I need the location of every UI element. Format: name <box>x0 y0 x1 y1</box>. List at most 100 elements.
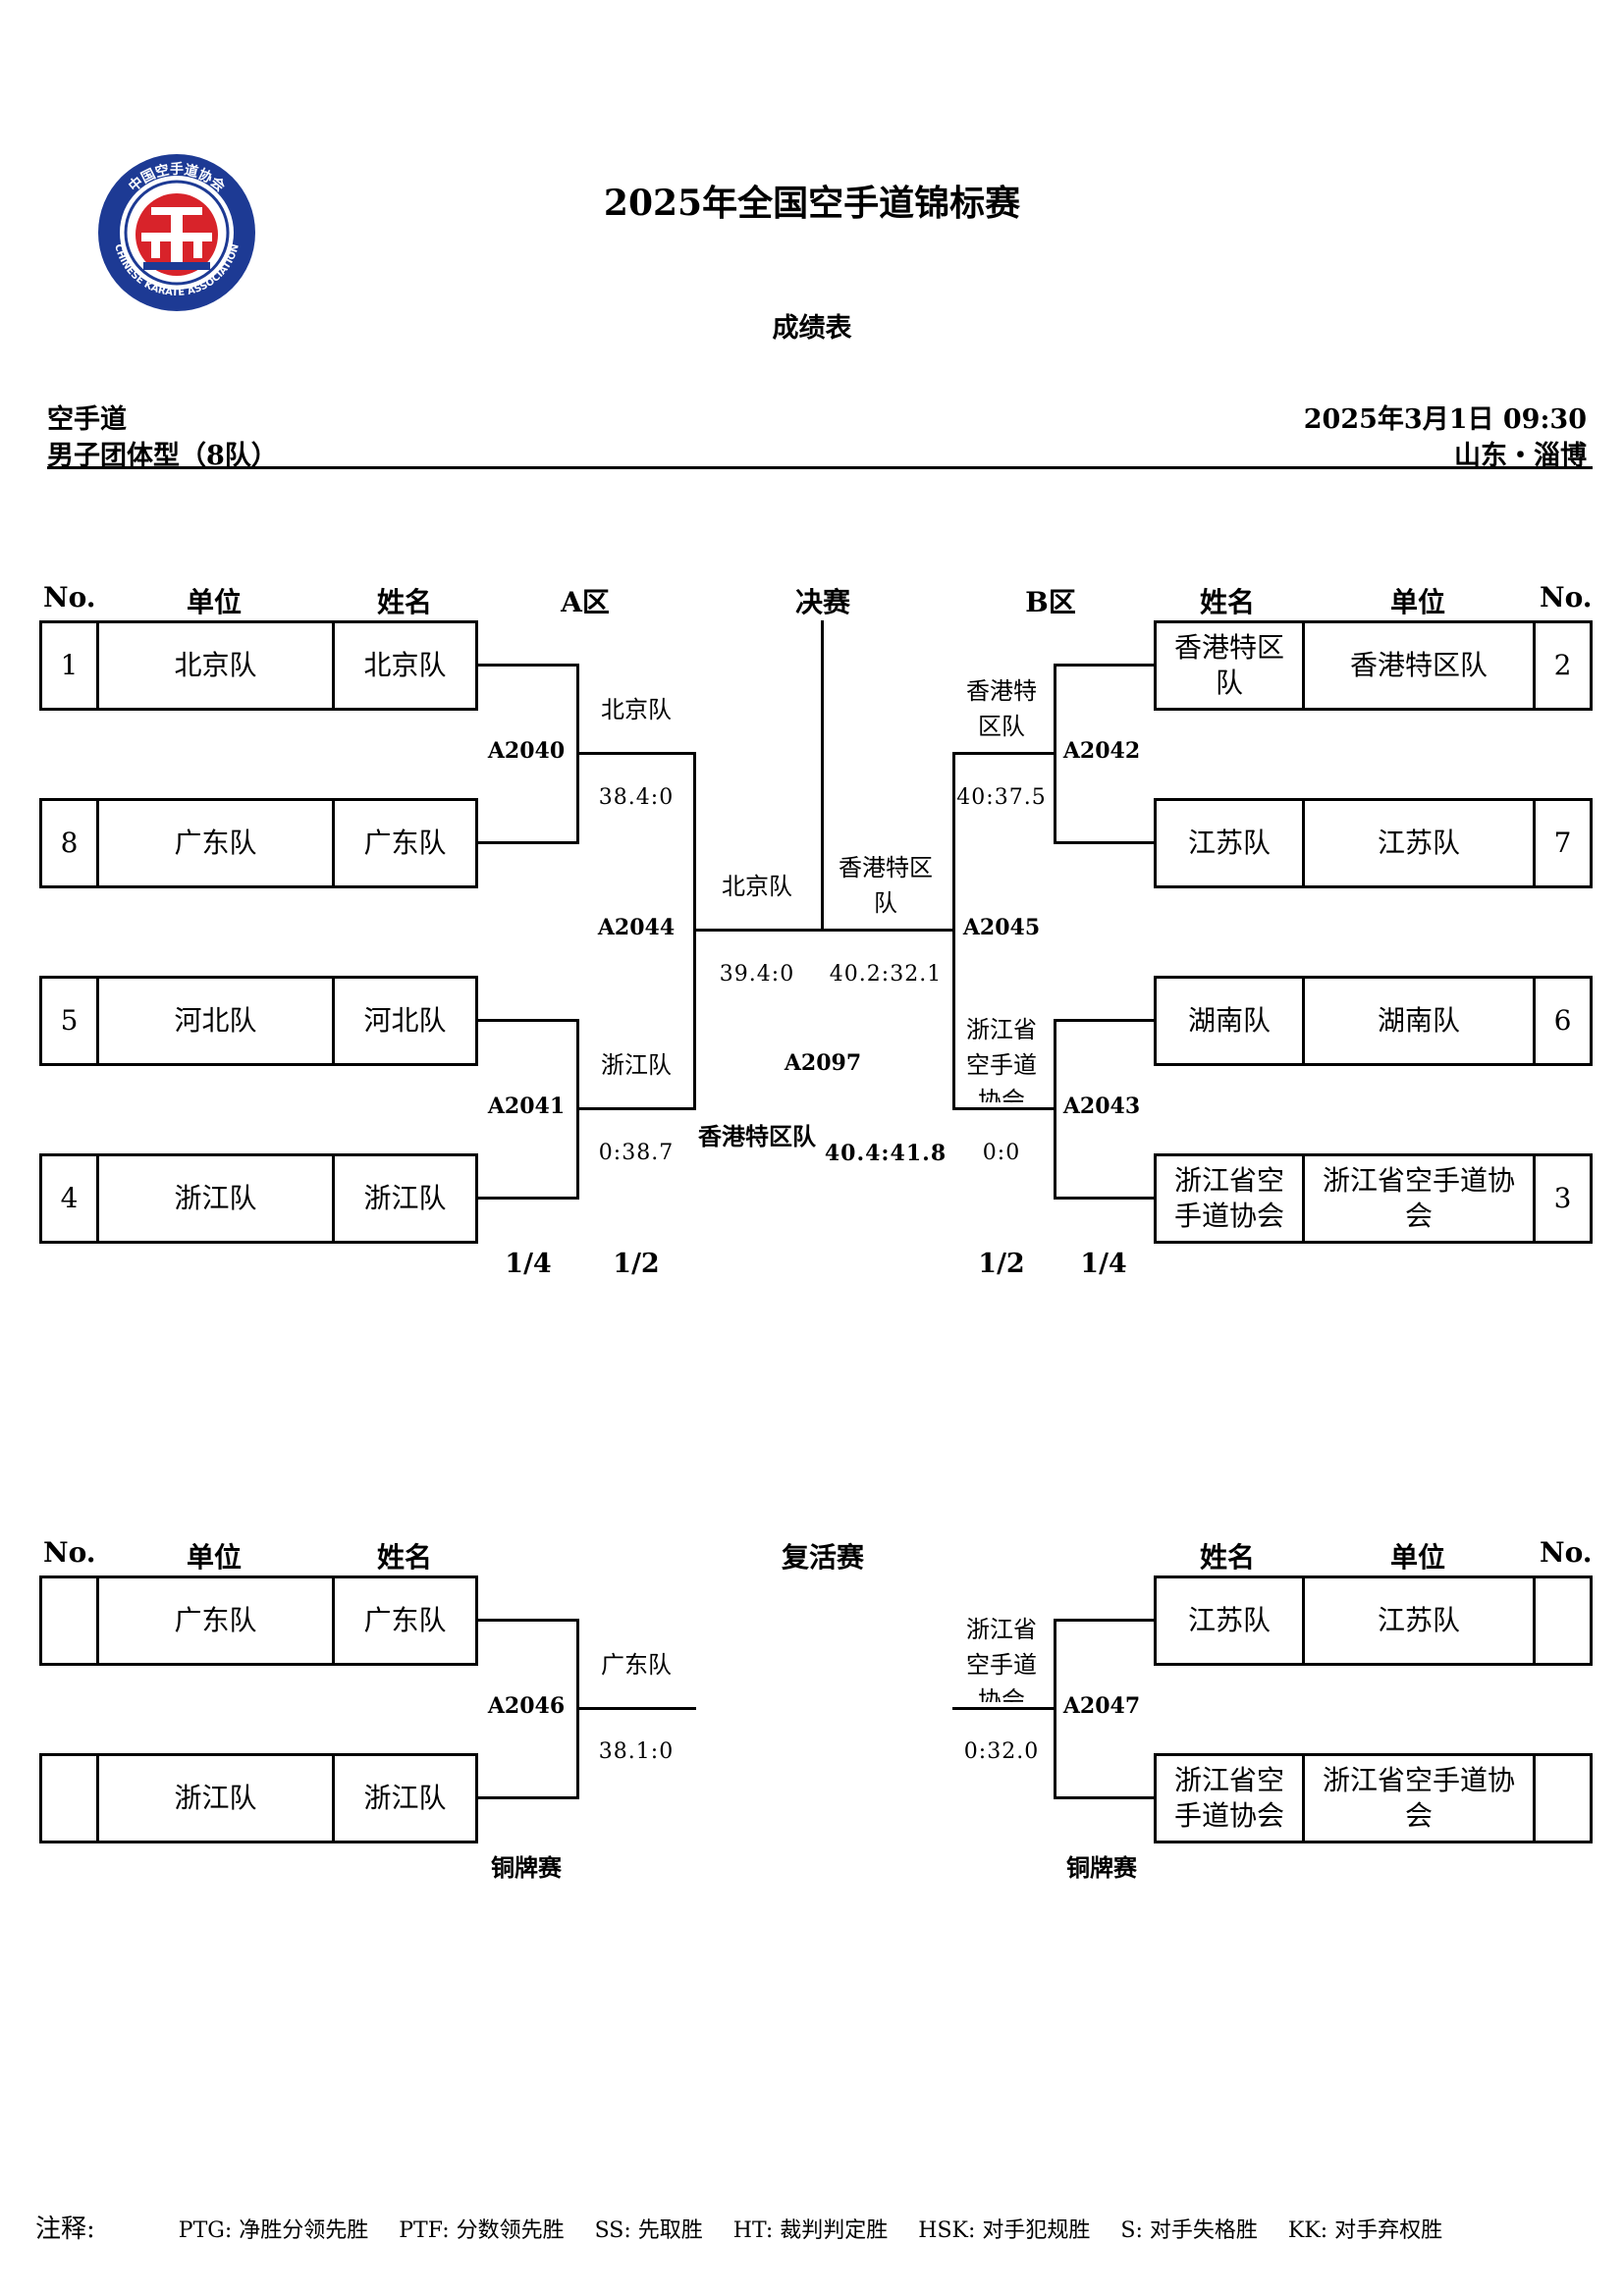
col-header-name: 姓名 <box>376 586 433 618</box>
footer-label: 注释: <box>35 2215 95 2244</box>
bracket-line <box>478 1796 579 1799</box>
team-unit: 江苏队 <box>1302 801 1533 885</box>
team-row-right-3: 湖南队 湖南队 6 <box>1154 976 1593 1066</box>
round-label-semi-left: 1/2 <box>613 1249 660 1279</box>
legend-item: S: 对手失格胜 <box>1120 2218 1258 2243</box>
match-winner: 北京队 <box>601 696 672 723</box>
bronze-label-left: 铜牌赛 <box>491 1853 562 1882</box>
match-score: 0:32.0 <box>963 1739 1040 1764</box>
team-unit: 江苏队 <box>1302 1578 1533 1663</box>
legend-item: PTG: 净胜分领先胜 <box>178 2218 369 2243</box>
bracket-line <box>576 1707 696 1710</box>
match-code: A2045 <box>962 915 1041 940</box>
legend-item: SS: 先取胜 <box>594 2218 703 2243</box>
match-winner: 香港特区队 <box>839 854 933 917</box>
final-score: 40.4:41.8 <box>824 1141 947 1166</box>
bracket-line <box>576 1107 696 1110</box>
team-name: 河北队 <box>363 1004 447 1037</box>
team-seed <box>1533 1578 1590 1663</box>
team-row-left-1: 1 北京队 北京队 <box>39 620 478 711</box>
team-unit: 香港特区队 <box>1302 623 1533 708</box>
bronze-label-right: 铜牌赛 <box>1066 1853 1137 1882</box>
karate-association-emblem-icon: 中国空手道协会 CHINESE KARATE ASSOCIATION <box>98 154 255 311</box>
team-seed: 3 <box>1533 1156 1590 1241</box>
bracket-line <box>478 1197 579 1200</box>
team-row-left-2: 8 广东队 广东队 <box>39 798 478 888</box>
match-winner: 浙江省空手道协会 <box>966 1016 1037 1102</box>
association-logo: 中国空手道协会 CHINESE KARATE ASSOCIATION <box>94 150 259 315</box>
final-match-code: A2097 <box>784 1050 862 1076</box>
legend-item: PTF: 分数领先胜 <box>399 2218 565 2243</box>
bracket-line <box>952 1107 1056 1110</box>
team-name: 浙江省空手道协会 <box>1173 1764 1284 1832</box>
match-score: 38.1:0 <box>598 1739 675 1764</box>
page-title: 2025年全国空手道锦标赛 <box>603 183 1021 224</box>
match-score: 0:38.7 <box>598 1141 675 1165</box>
team-seed: 4 <box>42 1156 99 1241</box>
team-unit: 河北队 <box>99 979 335 1063</box>
page-subtitle: 成绩表 <box>772 313 852 344</box>
match-code: A2040 <box>487 738 566 764</box>
team-row-left-4: 4 浙江队 浙江队 <box>39 1153 478 1244</box>
team-seed: 6 <box>1533 979 1590 1063</box>
bracket-line <box>1054 1796 1154 1799</box>
bracket-line <box>478 841 579 844</box>
bracket-line <box>478 664 579 667</box>
bracket-line <box>1054 1619 1154 1622</box>
legend-item: HT: 裁判判定胜 <box>732 2218 889 2243</box>
bracket-line <box>1054 664 1154 667</box>
match-code: A2042 <box>1062 738 1141 764</box>
col-header-no: No. <box>43 581 96 614</box>
team-seed <box>1533 1756 1590 1841</box>
match-winner: 北京队 <box>722 873 792 900</box>
team-unit: 北京队 <box>99 623 335 708</box>
match-winner: 香港特区队 <box>966 677 1037 740</box>
bracket-line <box>821 620 824 932</box>
team-seed: 2 <box>1533 623 1590 708</box>
location-label: 山东・淄博 <box>1454 441 1587 471</box>
team-seed: 7 <box>1533 801 1590 885</box>
match-code: A2046 <box>487 1693 566 1719</box>
team-unit: 湖南队 <box>1302 979 1533 1063</box>
team-row-right-1: 香港特区队 香港特区队 2 <box>1154 620 1593 711</box>
round-label-quarter-right: 1/4 <box>1080 1249 1127 1279</box>
rep-col-header-no-right: No. <box>1540 1536 1593 1569</box>
bracket-line <box>1054 1197 1154 1200</box>
col-header-unit: 单位 <box>186 586 243 618</box>
team-name: 湖南队 <box>1187 1004 1271 1037</box>
rep-team-row-right-2: 浙江省空手道协会 浙江省空手道协会 <box>1154 1753 1593 1843</box>
col-header-name-right: 姓名 <box>1199 586 1256 618</box>
col-header-unit-right: 单位 <box>1389 586 1446 618</box>
match-winner: 浙江队 <box>601 1051 672 1079</box>
match-code: A2047 <box>1062 1693 1141 1719</box>
repechage-title: 复活赛 <box>781 1541 865 1574</box>
rep-col-header-unit: 单位 <box>186 1541 243 1574</box>
team-unit: 浙江队 <box>99 1156 335 1241</box>
legend-item: HSK: 对手犯规胜 <box>918 2218 1091 2243</box>
final-winner: 香港特区队 <box>698 1122 816 1150</box>
team-seed: 5 <box>42 979 99 1063</box>
legend-item: KK: 对手弃权胜 <box>1287 2218 1443 2243</box>
rep-col-header-name: 姓名 <box>376 1541 433 1574</box>
bracket-line <box>952 1707 1056 1710</box>
col-header-zone-a: A区 <box>561 586 610 618</box>
match-score: 38.4:0 <box>598 785 675 810</box>
col-header-final: 决赛 <box>794 586 851 618</box>
match-score: 0:0 <box>982 1141 1021 1165</box>
match-winner: 广东队 <box>601 1651 672 1679</box>
team-unit: 浙江省空手道协会 <box>1302 1756 1533 1841</box>
team-name: 广东队 <box>363 1604 447 1636</box>
match-score: 40.2:32.1 <box>829 962 943 987</box>
bracket-line <box>576 752 696 755</box>
datetime-label: 2025年3月1日 09:30 <box>1303 404 1587 435</box>
match-code: A2043 <box>1062 1094 1141 1119</box>
rep-col-header-name-right: 姓名 <box>1199 1541 1256 1574</box>
team-name: 广东队 <box>363 827 447 859</box>
bracket-line <box>1054 1019 1154 1022</box>
team-seed <box>42 1578 99 1663</box>
match-winner: 浙江省空手道协会 <box>966 1616 1037 1702</box>
col-header-zone-b: B区 <box>1025 586 1076 618</box>
footer-legend: 注释: PTG: 净胜分领先胜 PTF: 分数领先胜 SS: 先取胜 HT: 裁… <box>35 2209 1466 2245</box>
team-name: 浙江省空手道协会 <box>1173 1164 1284 1232</box>
team-row-right-4: 浙江省空手道协会 浙江省空手道协会 3 <box>1154 1153 1593 1244</box>
